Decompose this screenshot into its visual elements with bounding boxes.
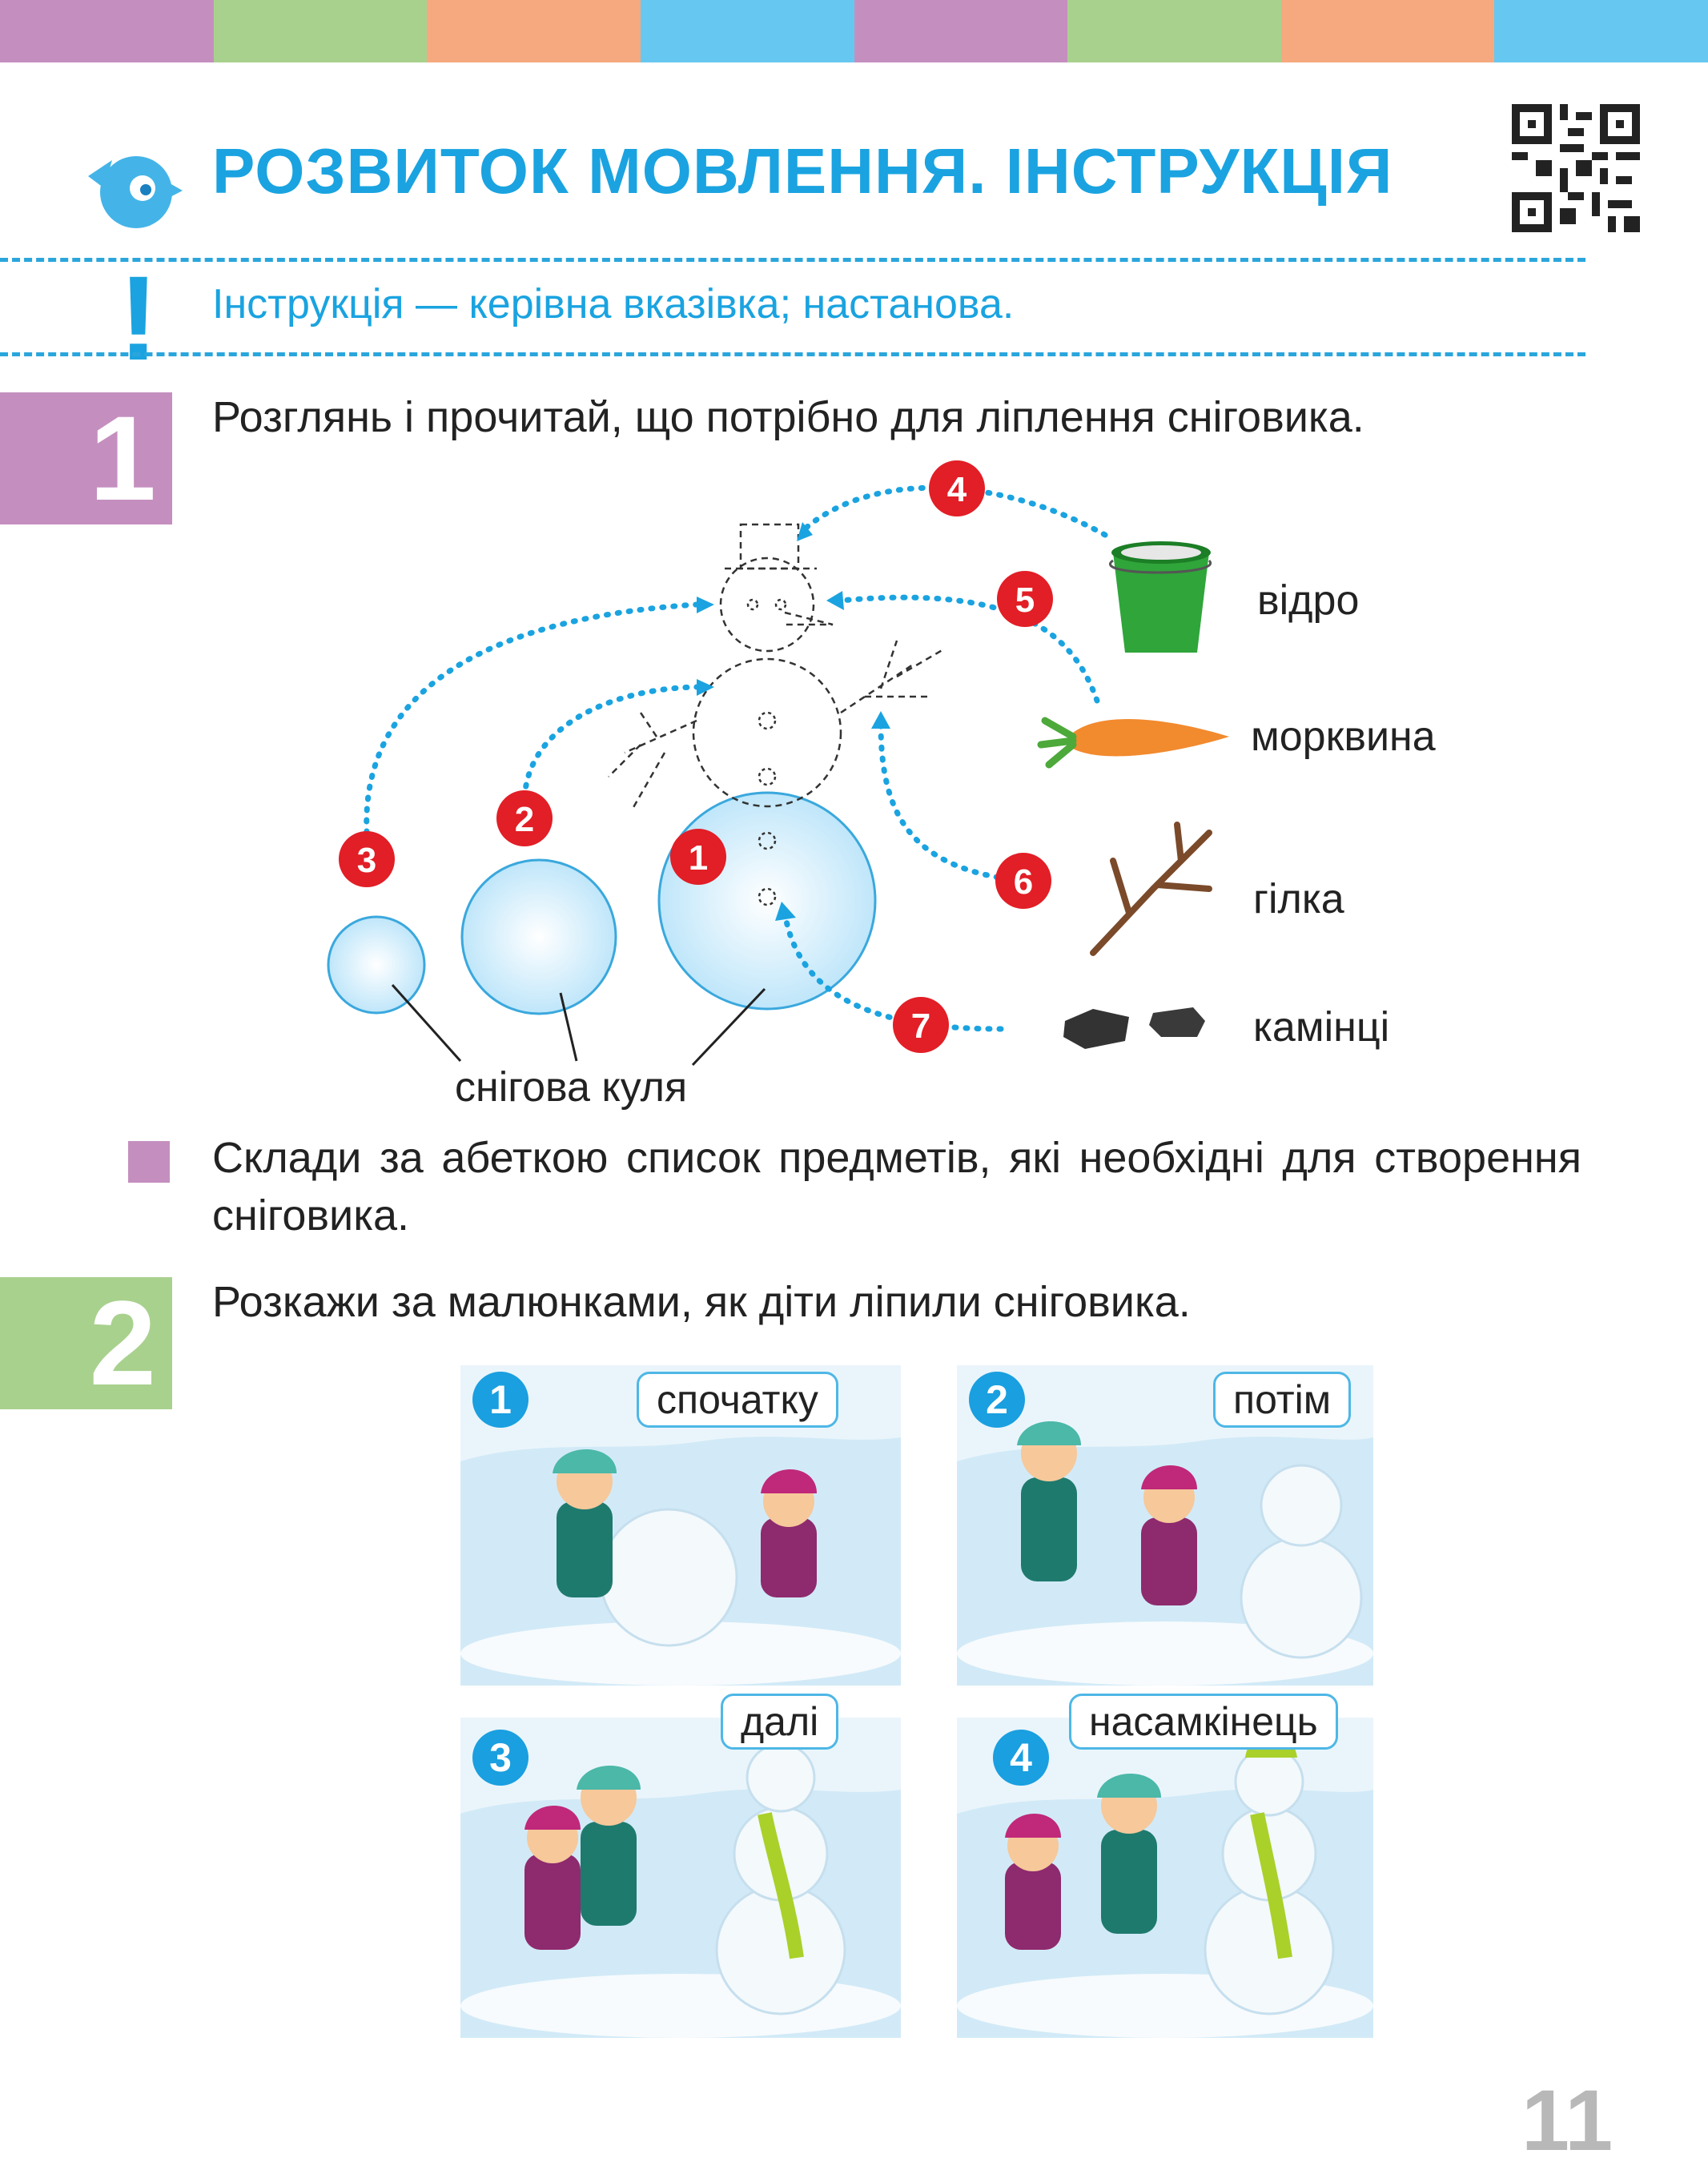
panel-4-illustration bbox=[957, 1718, 1373, 2038]
subtask-text: Склади за абеткою список предметів, які … bbox=[212, 1134, 1581, 1240]
panel-1-number: 1 bbox=[472, 1372, 528, 1428]
step-badge-6: 6 bbox=[995, 853, 1051, 909]
story-panel-2: 2 потім bbox=[957, 1365, 1397, 1686]
svg-text:3: 3 bbox=[357, 841, 376, 880]
qr-code-icon[interactable] bbox=[1512, 104, 1640, 232]
stripe-4 bbox=[640, 0, 854, 62]
bird-icon bbox=[88, 156, 183, 228]
step-badge-3: 3 bbox=[339, 831, 395, 887]
stones-icon bbox=[1063, 1007, 1205, 1049]
svg-text:7: 7 bbox=[911, 1007, 930, 1046]
definition-text: Інструкція — керівна вказівка; настанова… bbox=[212, 281, 1015, 328]
carrot-icon bbox=[1037, 717, 1229, 769]
snowman-diagram: 1 2 3 4 5 6 7 bbox=[327, 460, 1229, 1067]
stripe-6 bbox=[1067, 0, 1281, 62]
stripe-1 bbox=[0, 0, 214, 62]
panel-4-number: 4 bbox=[993, 1730, 1049, 1786]
dashed-divider-top bbox=[0, 258, 1585, 262]
top-color-stripe bbox=[0, 0, 1708, 62]
panel-1-label: спочатку bbox=[637, 1372, 838, 1428]
stripe-3 bbox=[427, 0, 641, 62]
story-panel-4: 4 насамкінець bbox=[957, 1694, 1397, 2038]
story-panel-3: 3 далі bbox=[460, 1694, 901, 2038]
panel-2-number: 2 bbox=[969, 1372, 1025, 1428]
dashed-divider-bottom bbox=[0, 352, 1585, 356]
subtask-marker bbox=[128, 1141, 170, 1183]
panel-2-illustration bbox=[957, 1365, 1373, 1686]
panel-4-label: насамкінець bbox=[1069, 1694, 1338, 1750]
step-badge-2: 2 bbox=[496, 790, 553, 846]
step-badge-1: 1 bbox=[670, 829, 726, 885]
stripe-7 bbox=[1280, 0, 1495, 62]
snowball-small bbox=[327, 915, 426, 1015]
svg-text:2: 2 bbox=[515, 800, 534, 839]
label-stones: камінці bbox=[1253, 1004, 1390, 1051]
svg-text:1: 1 bbox=[689, 838, 708, 878]
story-panel-1: 1 спочатку bbox=[460, 1365, 901, 1686]
bucket-icon bbox=[1109, 541, 1212, 653]
svg-text:5: 5 bbox=[1015, 581, 1035, 620]
task-1-text: Розглянь і прочитай, що потрібно для ліп… bbox=[212, 393, 1364, 441]
snowball-medium bbox=[460, 858, 617, 1015]
branch-icon bbox=[1090, 822, 1212, 956]
label-branch: гілка bbox=[1253, 876, 1344, 922]
stripe-8 bbox=[1494, 0, 1708, 62]
exclamation-icon: ! bbox=[119, 251, 159, 385]
stripe-2 bbox=[213, 0, 428, 62]
panel-2-label: потім bbox=[1213, 1372, 1352, 1428]
task-2-text: Розкажи за малюнками, як діти ліпили сні… bbox=[212, 1278, 1191, 1326]
label-snowball: снігова куля bbox=[455, 1064, 688, 1111]
snowball-large bbox=[657, 791, 877, 1011]
page-title: РОЗВИТОК МОВЛЕННЯ. ІНСТРУКЦІЯ bbox=[212, 135, 1393, 207]
task-2-number: 2 bbox=[0, 1277, 172, 1409]
step-badge-5: 5 bbox=[997, 571, 1053, 627]
step-badge-4: 4 bbox=[929, 460, 985, 516]
stripe-5 bbox=[854, 0, 1068, 62]
svg-text:6: 6 bbox=[1014, 862, 1033, 902]
svg-text:4: 4 bbox=[947, 470, 967, 509]
task-1-number: 1 bbox=[0, 392, 172, 524]
page-number: 11 bbox=[1521, 2072, 1614, 2168]
step-badge-7: 7 bbox=[893, 997, 949, 1053]
panel-3-label: далі bbox=[721, 1694, 839, 1750]
label-bucket: відро bbox=[1257, 577, 1360, 624]
panel-3-illustration bbox=[460, 1718, 901, 2038]
label-carrot: морквина bbox=[1251, 713, 1436, 760]
panel-3-number: 3 bbox=[472, 1730, 528, 1786]
